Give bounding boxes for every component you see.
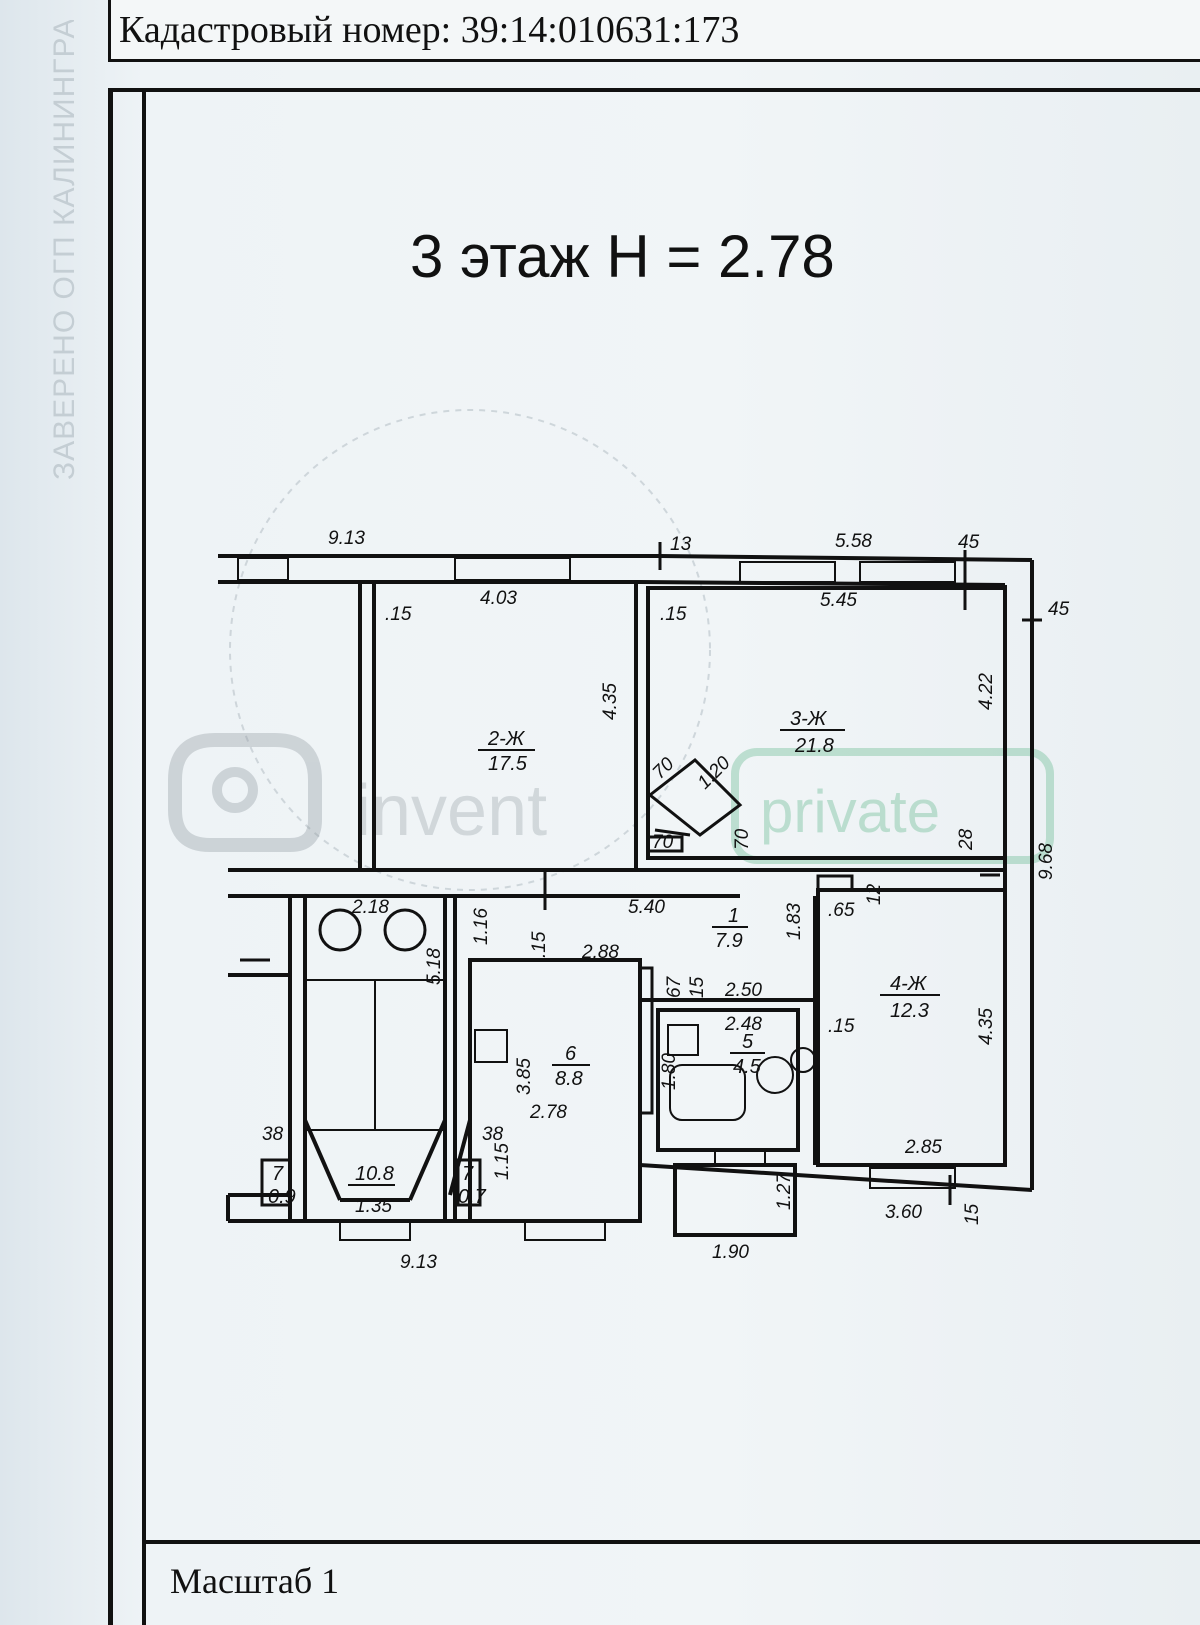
dim-wall-15a: .15 [529,931,550,958]
watermark-logo [168,733,322,852]
dim-wall-38a: 38 [262,1124,284,1145]
room-2-label: 2-Ж [487,728,526,750]
dim-stair-width: 2.18 [351,897,389,918]
dim-bottom-left: 9.13 [400,1252,437,1273]
closet-left-area: 0.9 [268,1186,296,1208]
frame-footer-line [142,1540,1200,1544]
dim-wall-28: 28 [956,828,977,851]
dim-room4-wall: .15 [828,1016,855,1037]
dim-kitchen-ceiling: 2.78 [529,1102,567,1123]
dim-stair-height: 5.18 [424,948,445,985]
room-4-label: 4-Ж [890,973,928,995]
dim-balcony-width: 1.90 [712,1242,749,1263]
room-6-label: 6 [565,1043,577,1065]
scale-label: Масштаб 1 [170,1561,340,1601]
room-4-area: 12.3 [890,1000,929,1022]
dim-room2-width: 4.03 [480,588,517,609]
dim-top-mid: 13 [670,534,692,555]
dim-top-left: 9.13 [328,528,365,549]
dim-corridor-length: 5.40 [628,897,665,918]
room-3-label: 3-Ж [790,708,828,730]
room-2-area: 17.5 [488,753,528,775]
dim-room4-door: .65 [828,900,855,921]
dim-wall-67: 67 [664,975,685,998]
frame-inner-left [142,90,146,1625]
stair-area: 10.8 [355,1163,394,1185]
dim-bottom-room4: 3.60 [885,1202,922,1223]
room-3-area: 21.8 [794,735,834,757]
dim-wall-116: 1.16 [471,908,492,945]
room-5-area: 4.5 [733,1056,762,1078]
dim-room3-height: 4.22 [976,673,997,710]
dim-top-right: 5.58 [835,531,872,552]
dim-room2-wall: .15 [385,604,412,625]
dim-top-corner: 45 [958,532,980,553]
watermark-text-private: private [760,778,940,845]
dim-room3-width: 5.45 [820,590,857,611]
dim-wall-15b: 15 [687,976,708,998]
frame-outer-top [108,88,1200,92]
closet-right-label: 7 [462,1163,474,1185]
dim-balcony-height: 1.27 [774,1172,795,1210]
floor-title: 3 этаж H = 2.78 [410,223,835,290]
room-1-label: 1 [728,905,739,927]
dim-stair-bottom: 1.35 [355,1196,392,1217]
plan-walls [218,554,1034,1241]
dim-kitchen-width: 2.88 [581,942,619,963]
dim-closet-height: 1.15 [492,1143,513,1180]
dim-total-height: 9.68 [1036,843,1057,880]
cadastral-number: Кадастровый номер: 39:14:010631:173 [119,9,740,51]
dim-right-wall: 45 [1048,599,1070,620]
dimension-ticks [240,542,1042,1205]
dim-room4-corner: 12 [864,883,885,905]
cadastral-header: Кадастровый номер: 39:14:010631:173 [108,0,1200,62]
watermark-text-invent: invent [355,771,547,851]
dim-door-b: 1.20 [694,752,735,793]
dim-door-c: 70 [652,832,674,853]
dim-room3-wall: .15 [660,604,687,625]
frame-outer-left [108,88,113,1625]
dim-wall-38b: 38 [482,1124,504,1145]
dim-bath-inner: 2.48 [724,1014,762,1035]
room-5-label: 5 [742,1031,754,1053]
dim-kitchen-height: 3.85 [514,1058,535,1095]
dim-bath-height: 1.80 [659,1053,680,1090]
closet-right-area: 0.7 [458,1186,487,1208]
dim-room2-height: 4.35 [600,683,621,720]
room-1-area: 7.9 [715,930,743,952]
dim-room4-height: 4.35 [976,1008,997,1045]
room-6-area: 8.8 [555,1068,583,1090]
dim-door-d: 70 [732,828,753,850]
dim-room4-width: 2.85 [904,1137,942,1158]
dim-bath-outer: 2.50 [724,980,762,1001]
dim-hall-height: 1.83 [784,903,805,940]
dim-bottom-corner: 15 [962,1203,983,1225]
dim-door-a: 70 [649,753,679,783]
closet-left-label: 7 [272,1163,284,1185]
